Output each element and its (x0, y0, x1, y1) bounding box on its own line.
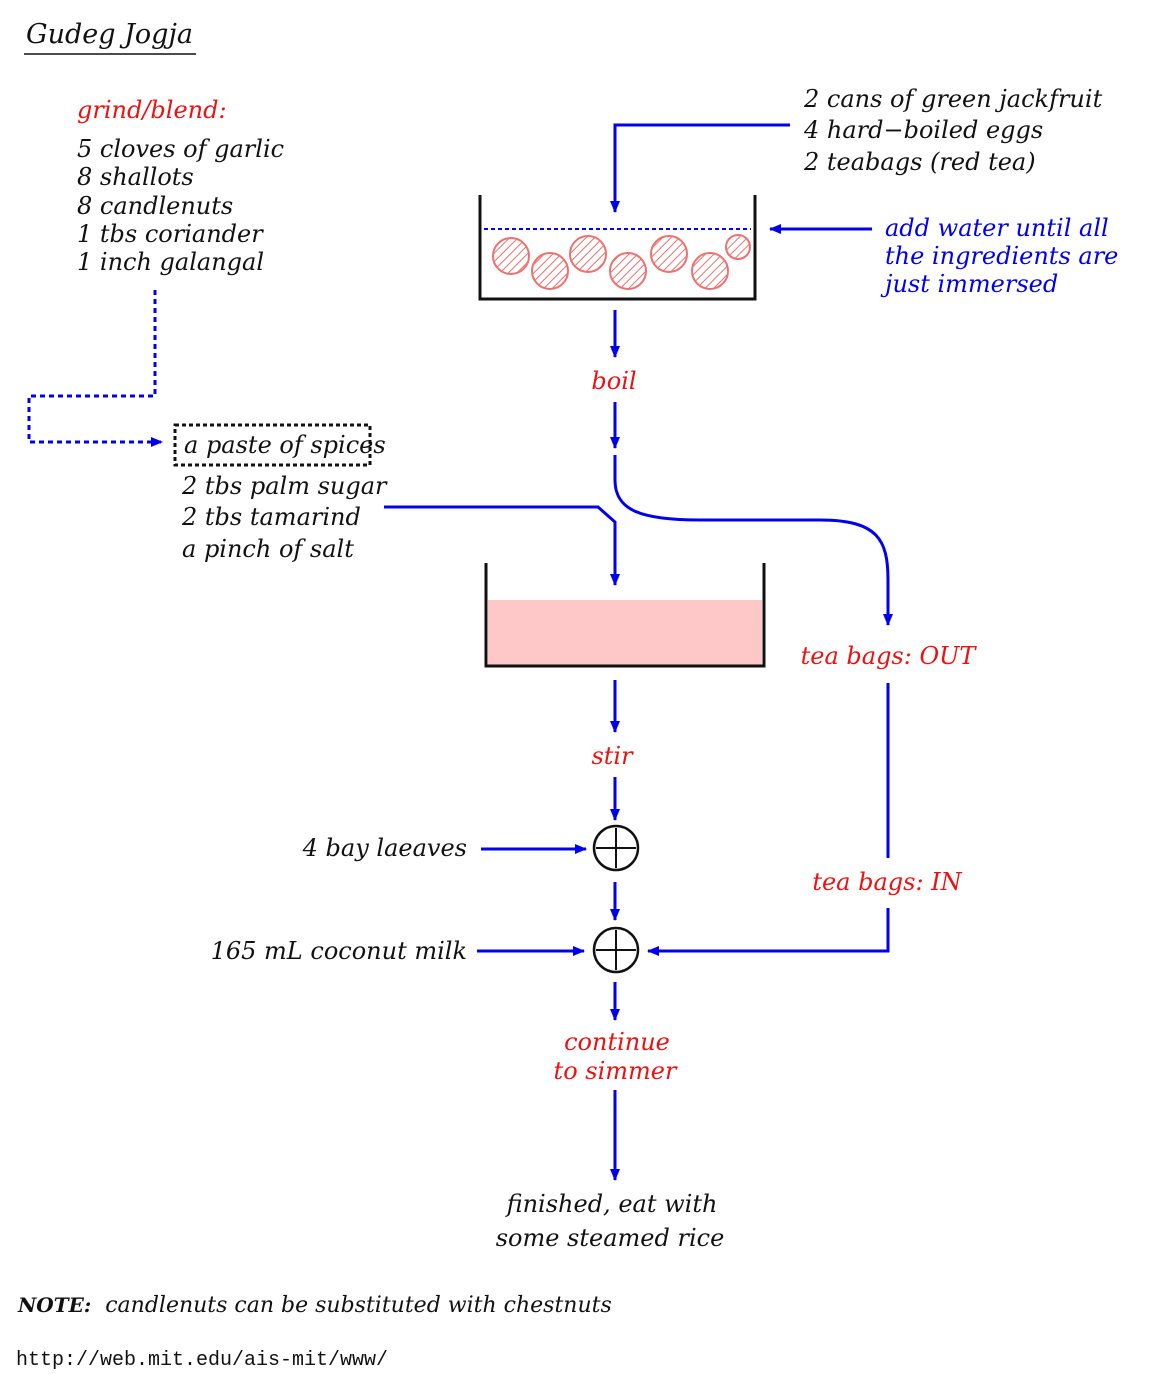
source-url: http://web.mit.edu/ais-mit/www/ (16, 1349, 388, 1372)
ingredient-icon (609, 252, 647, 290)
grind-item: 1 inch galangal (77, 248, 264, 276)
add-operator-1 (592, 824, 640, 872)
grind-item: 1 tbs coriander (77, 220, 264, 248)
boil-pot (478, 195, 757, 301)
ingredient-icon (650, 235, 688, 273)
seasoning-item: a pinch of salt (182, 535, 354, 563)
page-title: Gudeg Jogja (26, 19, 193, 50)
step-boil: boil (591, 367, 636, 395)
paste-box (173, 423, 372, 467)
water-note-line: add water until all (885, 214, 1109, 242)
simmer-pot (484, 563, 766, 668)
step-stir: stir (591, 742, 634, 770)
note: NOTE: candlenuts can be substituted with … (17, 1293, 612, 1318)
step-simmer-line: continue (564, 1028, 670, 1056)
water-note-line: the ingredients are (885, 242, 1118, 270)
note-text: candlenuts can be substituted with chest… (105, 1293, 612, 1318)
grind-item: 8 candlenuts (77, 192, 233, 220)
pot-liquid (488, 600, 762, 665)
grind-item: 8 shallots (77, 163, 194, 191)
step-tea-bags-out: tea bags: OUT (801, 642, 978, 670)
step-simmer-line: to simmer (554, 1057, 678, 1085)
pot-input-item: 2 cans of green jackfruit (803, 85, 1103, 113)
finish-line: finished, eat with (505, 1190, 718, 1218)
pot-ingredients (492, 234, 751, 290)
addition-bay-leaves: 4 bay laeaves (302, 834, 467, 862)
pot-input-item: 2 teabags (red tea) (803, 148, 1036, 176)
grind-to-paste-dotted-arrow (27, 290, 163, 447)
ingredient-icon (691, 252, 729, 290)
paste-label: a paste of spices (184, 431, 386, 459)
pot-input-item: 4 hard−boiled eggs (803, 116, 1043, 144)
add-operator-2 (592, 926, 640, 974)
inputs-to-pot-arrow (610, 123, 790, 213)
seasonings-to-pot-arrow (384, 505, 620, 586)
water-note-line: just immersed (880, 270, 1058, 298)
ingredient-icon (492, 237, 530, 275)
ingredient-icon (569, 235, 607, 273)
grind-item: 5 cloves of garlic (77, 135, 284, 163)
tea-in-to-add-arrow (647, 908, 890, 956)
tea-out-branch-arrow (613, 455, 893, 626)
step-tea-bags-in: tea bags: IN (812, 868, 962, 896)
seasoning-item: 2 tbs palm sugar (181, 472, 388, 500)
ingredient-icon (531, 252, 569, 290)
addition-coconut-milk: 165 mL coconut milk (211, 937, 467, 965)
seasoning-item: 2 tbs tamarind (181, 503, 361, 531)
finish-line: some steamed rice (496, 1224, 725, 1252)
grind-heading: grind/blend: (77, 96, 227, 124)
note-label: NOTE: (17, 1293, 91, 1317)
ingredient-icon (725, 234, 751, 260)
